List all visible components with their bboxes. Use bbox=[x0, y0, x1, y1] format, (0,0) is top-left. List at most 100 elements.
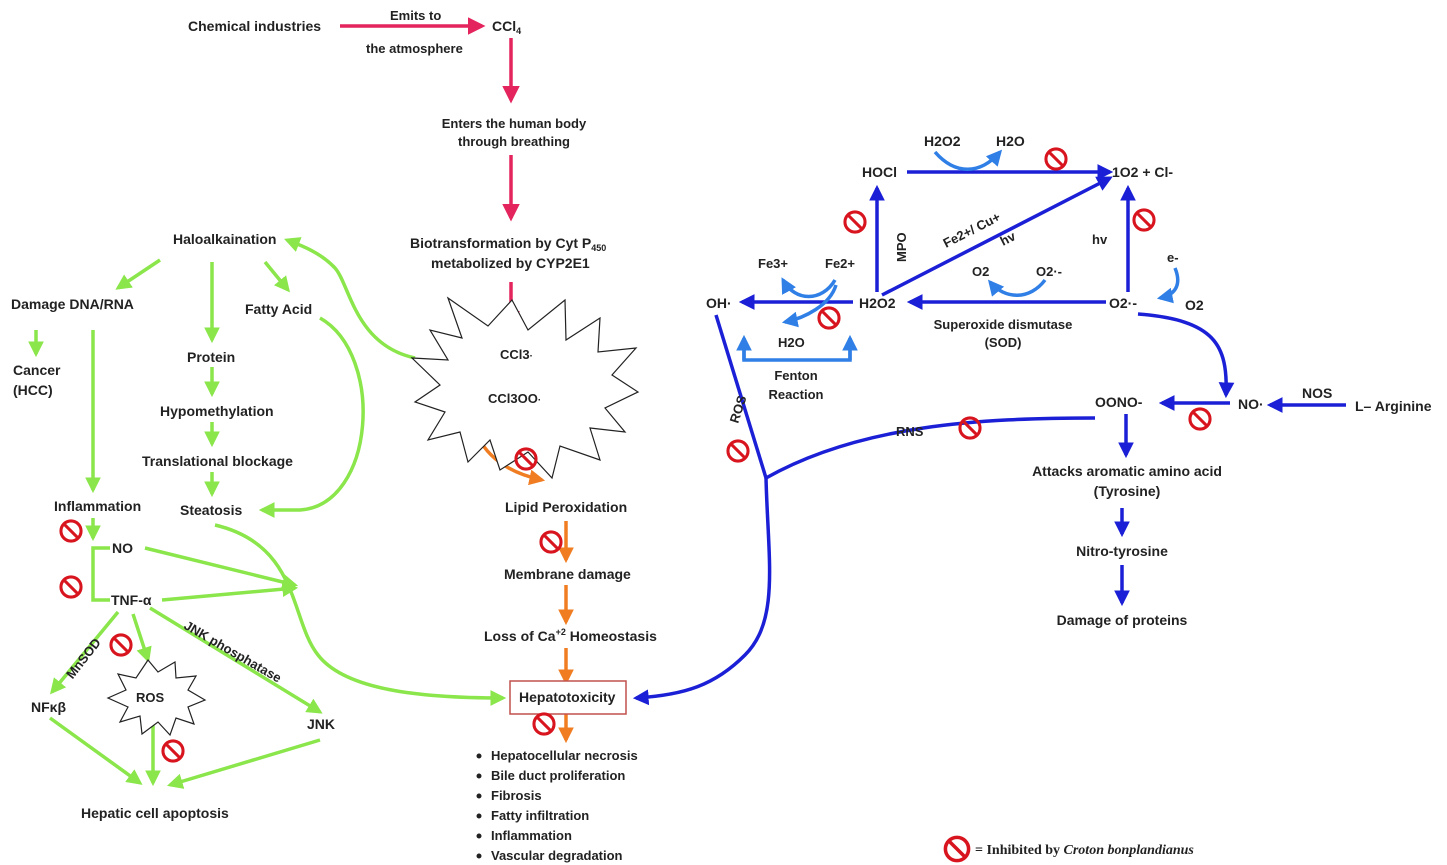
arrow-h2o2-to-singlet bbox=[881, 176, 1113, 297]
node-calcium-homeostasis: Loss of Ca+2 Homeostasis bbox=[484, 627, 657, 644]
bullet-dot bbox=[476, 853, 482, 859]
label-mpo: MPO bbox=[894, 232, 909, 262]
connectors-pink bbox=[340, 17, 520, 329]
node-o2-radical-mid: O2·- bbox=[1036, 264, 1062, 279]
node-tnf-alpha: TNF-α bbox=[111, 592, 152, 608]
bullet-dot bbox=[476, 793, 482, 799]
bullet-dot bbox=[476, 753, 482, 759]
node-haloalkaination: Haloalkaination bbox=[173, 231, 276, 247]
node-o2-radical: O2·- bbox=[1109, 295, 1137, 311]
node-l-arginine: L– Arginine bbox=[1355, 398, 1432, 414]
node-steatosis: Steatosis bbox=[180, 502, 242, 518]
inhibit-icon bbox=[1188, 407, 1212, 431]
connectors-blue bbox=[632, 164, 1346, 706]
node-ros: ROS bbox=[136, 690, 165, 705]
outcome-item: Inflammation bbox=[491, 828, 572, 843]
node-damage-of-proteins: Damage of proteins bbox=[1057, 612, 1188, 628]
node-hepatotoxicity: Hepatotoxicity bbox=[519, 689, 616, 705]
node-h2o2-mid: H2O2 bbox=[859, 295, 896, 311]
arrow-haloalk-to-fatty-acid bbox=[263, 260, 290, 293]
node-fe3: Fe3+ bbox=[758, 256, 788, 271]
outcome-item: Vascular degradation bbox=[491, 848, 623, 863]
label-hv-diagonal: hv bbox=[998, 228, 1019, 249]
label-emits-to: Emits to bbox=[390, 8, 441, 23]
arrow-oono-to-junction bbox=[765, 416, 1096, 480]
arrow-radical-to-haloalk bbox=[284, 237, 416, 360]
outcome-item: Fibrosis bbox=[491, 788, 542, 803]
arrow-tnf-to-jnk bbox=[149, 606, 323, 714]
inhibit-icon bbox=[1044, 147, 1068, 171]
label-fe-cu: Fe2+/ Cu+ bbox=[941, 209, 1004, 251]
arrow-steatosis-to-hepatotoxicity bbox=[214, 523, 507, 706]
node-ccl3oo-radical: CCl3OO· bbox=[488, 391, 541, 406]
label-fenton: Fenton bbox=[774, 368, 817, 383]
outcome-item: Bile duct proliferation bbox=[491, 768, 625, 783]
node-cancer-hcc: (HCC) bbox=[13, 382, 53, 398]
inhibit-icon bbox=[161, 739, 185, 763]
node-hocl: HOCl bbox=[862, 164, 897, 180]
node-tyrosine: (Tyrosine) bbox=[1094, 483, 1161, 499]
label-sod: (SOD) bbox=[985, 335, 1022, 350]
node-enters-body-line1: Enters the human body bbox=[442, 116, 587, 131]
node-chemical-industries: Chemical industries bbox=[188, 18, 321, 34]
ros-starburst bbox=[106, 658, 207, 737]
arrow-h2o2-to-h2o-top bbox=[933, 149, 1003, 171]
node-ccl4: CCl4 bbox=[492, 18, 521, 36]
arrow-tnf-to-ros bbox=[131, 613, 152, 663]
arrow-fatty-acid-to-steatosis bbox=[258, 316, 365, 518]
arrow-o2-to-o2radical bbox=[987, 278, 1047, 297]
node-h2o-fenton: H2O bbox=[778, 335, 805, 350]
bullet-dot bbox=[476, 833, 482, 839]
node-protein: Protein bbox=[187, 349, 235, 365]
label-fenton-reaction: Reaction bbox=[769, 387, 824, 402]
node-fe2: Fe2+ bbox=[825, 256, 855, 271]
outcome-item: Fatty infiltration bbox=[491, 808, 589, 823]
inhibit-legend-icon bbox=[943, 835, 971, 863]
arrow-no-to-junction bbox=[144, 546, 299, 590]
node-biotransformation-line1: Biotransformation by Cyt P450 bbox=[410, 235, 606, 253]
node-nitro-tyrosine: Nitro-tyrosine bbox=[1076, 543, 1168, 559]
source-pathway: Chemical industries Emits to the atmosph… bbox=[188, 8, 606, 406]
arrow-oh-to-junction bbox=[714, 314, 768, 479]
inhibit-icon bbox=[843, 210, 867, 234]
inhibit-icon bbox=[1132, 208, 1156, 232]
hepatotoxicity-box bbox=[509, 680, 627, 715]
node-hepatic-cell-apoptosis: Hepatic cell apoptosis bbox=[81, 805, 229, 821]
center-pathway: Lipid Peroxidation Membrane damage Loss … bbox=[476, 499, 657, 863]
node-electron: e- bbox=[1167, 250, 1179, 265]
arrow-jnk-to-apoptosis bbox=[166, 738, 321, 789]
arrow-electron-to-o2radical bbox=[1156, 267, 1180, 304]
node-attacks-aromatic-amino-acid: Attacks aromatic amino acid bbox=[1032, 463, 1222, 479]
legend: = Inhibited by Croton bonplandianus bbox=[943, 835, 1194, 863]
node-no: NO bbox=[112, 540, 133, 556]
arrow-fe3-to-fe2 bbox=[781, 277, 837, 299]
label-atmosphere: the atmosphere bbox=[366, 41, 463, 56]
outcome-item: Hepatocellular necrosis bbox=[491, 748, 638, 763]
inhibit-icon bbox=[532, 712, 556, 736]
inhibit-icon bbox=[817, 306, 841, 330]
bullet-dot bbox=[476, 813, 482, 819]
arrow-junction-to-hepatotoxicity bbox=[632, 477, 772, 706]
node-fatty-acid: Fatty Acid bbox=[245, 301, 312, 317]
node-cancer: Cancer bbox=[13, 362, 61, 378]
node-h2o-top: H2O bbox=[996, 133, 1025, 149]
node-lipid-peroxidation: Lipid Peroxidation bbox=[505, 499, 627, 515]
arrow-fe-to-h2o bbox=[781, 284, 838, 328]
node-h2o2-top: H2O2 bbox=[924, 133, 961, 149]
inhibit-icon bbox=[59, 575, 83, 599]
node-membrane-damage: Membrane damage bbox=[504, 566, 631, 582]
bracket-no-tnf bbox=[91, 546, 110, 602]
node-hypomethylation: Hypomethylation bbox=[160, 403, 274, 419]
label-superoxide-dismutase: Superoxide dismutase bbox=[934, 317, 1073, 332]
legend-text: = Inhibited by Croton bonplandianus bbox=[975, 843, 1194, 858]
node-biotransformation-line2: metabolized by CYP2E1 bbox=[431, 255, 590, 271]
node-jnk: JNK bbox=[307, 716, 335, 732]
node-enters-body-line2: through breathing bbox=[458, 134, 570, 149]
node-inflammation: Inflammation bbox=[54, 498, 141, 514]
label-nos: NOS bbox=[1302, 385, 1332, 401]
inhibit-icon bbox=[59, 519, 83, 543]
node-oh-radical: OH· bbox=[706, 295, 732, 311]
radical-starburst bbox=[410, 296, 640, 480]
arrow-nfkb-to-apoptosis bbox=[48, 716, 143, 785]
